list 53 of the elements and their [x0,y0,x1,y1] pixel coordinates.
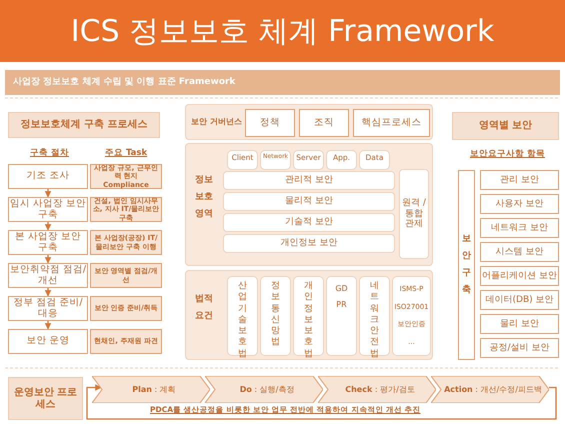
panel-label: 정보 보호 영역 [194,174,214,222]
protection-panel [185,143,433,266]
law-box: 산업기술보호법 [227,276,258,356]
arrow [44,321,52,330]
requirement-box: 물리 보안 [480,314,559,334]
process-box: 기조 조사 [8,164,88,189]
layer-bar: 관리적 보안 [223,171,395,190]
process-box: 임시 사업장 보안 구축 [8,197,88,222]
layer-bar: 기술적 보안 [223,213,395,232]
subtitle-band: 사업장 정보보호 체계 수립 및 이행 표준 Framework [5,70,560,95]
law-box: 개인정보보호법 [293,276,324,356]
title-banner: ICS 정보보호 체계 Framework [0,0,565,62]
layer-bar: 물리적 보안 [223,192,395,211]
arrow [86,384,557,420]
requirement-box: 네트워크 보안 [480,218,559,238]
governance-panel [185,104,433,140]
item-box: 조직 [299,109,349,137]
requirement-box: 사용자 보안 [480,194,559,214]
process-box: 본 사업장 보안 구축 [8,230,88,255]
process-box: 보안 운영 [8,329,88,354]
control-box: 원격 / 통합 관제 [399,169,429,259]
header-box: 영역별 보안 [452,112,559,140]
column-heading: 주요 Task [105,147,148,159]
chevron-step: Do : 실행/측정 [205,376,323,403]
process-box: 운영보안 프로세스 [8,377,83,420]
item-box: 핵심프로세스 [353,109,430,137]
side-bar: 보안 구축 [458,170,475,360]
column-heading: 보안요구사항 항목 [470,148,545,160]
chevron-step: Plan : 계획 [92,376,210,403]
item-box: 정책 [245,109,295,137]
arrow [44,189,52,198]
requirement-box: 공정/설비 보안 [480,338,559,358]
certification-box [392,276,431,356]
process-box: 보안취약점 점검/개선 [8,263,88,288]
layer-bar: 개인정보 보안 [223,234,395,253]
process-box: 정부 점검 준비/대응 [8,296,88,321]
header-box: 정보보호체계 구축 프로세스 [8,112,160,138]
requirement-box: 관리 보안 [480,170,559,190]
arrow [44,222,52,231]
chevron-step: Action : 개선/수정/피드백 [431,376,549,403]
panel-label: 보안 거버넌스 [191,117,242,127]
arrow [44,288,52,297]
law-box: 네트워크안전법 [359,276,390,356]
law-box: GDPR [326,276,357,356]
column-heading: 구축 절차 [30,147,69,159]
panel-label: 법적 요건 [194,293,214,324]
requirement-box: 어플리케이션 보안 [480,266,559,286]
requirement-box: 데이터(DB) 보안 [480,290,559,310]
arrow [44,255,52,264]
legal-panel [185,270,433,360]
law-box: 정보통신망법 [260,276,291,356]
requirement-box: 시스템 보안 [480,242,559,262]
chevron-step: Check : 평가/검토 [318,376,436,403]
